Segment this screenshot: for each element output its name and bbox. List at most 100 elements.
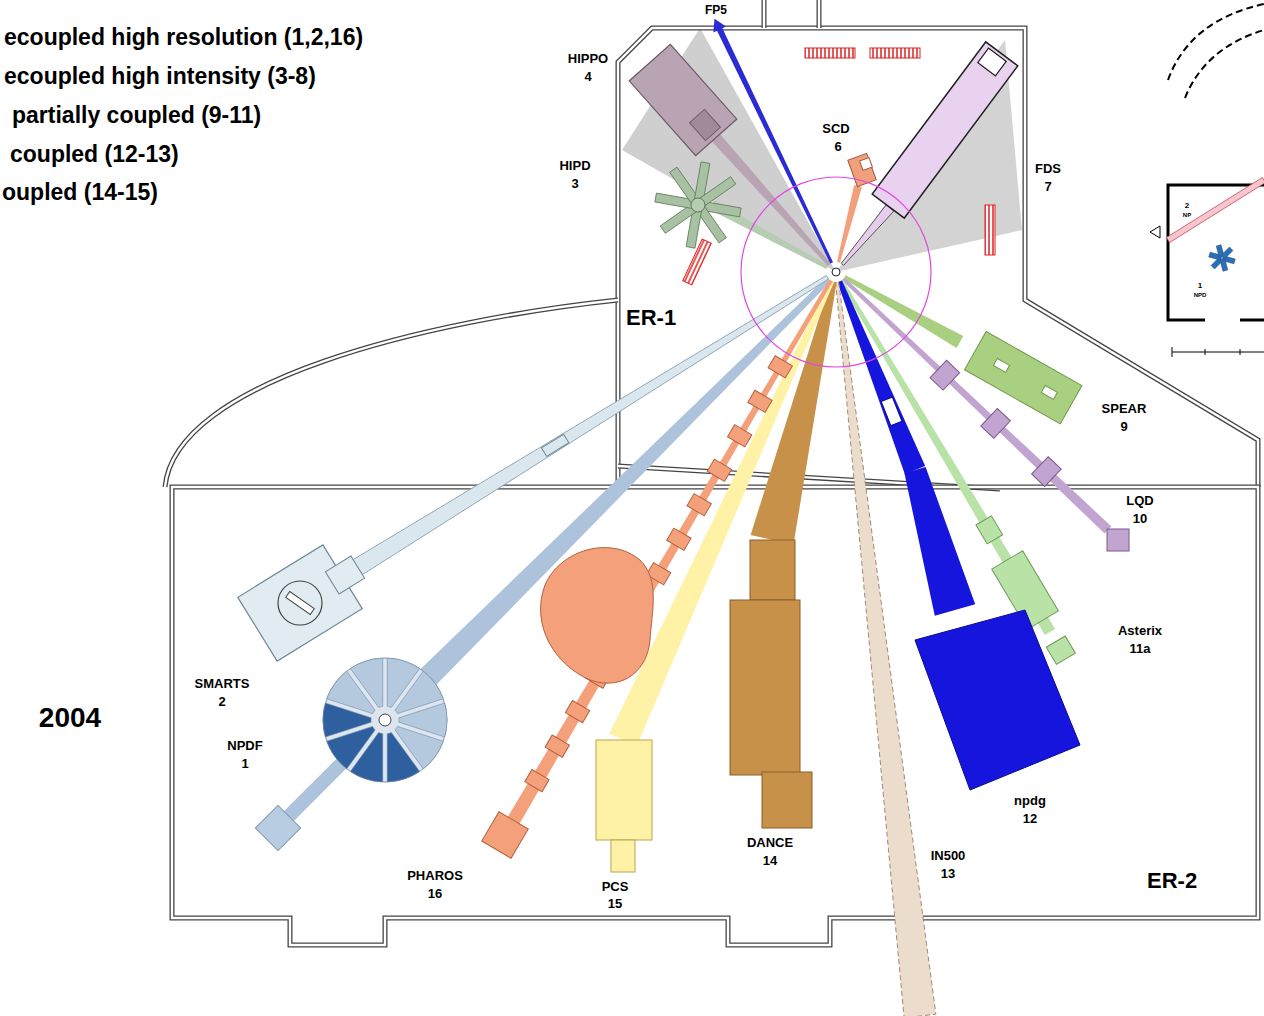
npdg-flight-path: [904, 467, 975, 616]
pharos-collimator: [545, 735, 569, 757]
flight-path-number: 2: [218, 695, 225, 709]
wall: [618, 28, 1258, 490]
label-holder: 15: [608, 894, 622, 912]
npdf-detector-bank: [387, 732, 419, 781]
wall: [817, 0, 822, 28]
flight-path-number: 7: [1044, 180, 1051, 194]
npdg-experiment: [915, 610, 1080, 790]
dance-instrument: [730, 600, 800, 775]
smarts-housing: [325, 556, 364, 594]
flight-path-number: 12: [1023, 812, 1037, 826]
label-holder: LQD: [1126, 491, 1153, 509]
label-holder: oupled (14-15): [2, 180, 158, 205]
pcs-instrument: [611, 840, 635, 872]
inset-label: NPD: [1194, 292, 1207, 299]
inset-label: NP: [1183, 212, 1191, 219]
lqd-collimator: [930, 360, 960, 390]
instrument-name: FP5: [705, 4, 727, 17]
wall: [763, 0, 765, 28]
label-holder: 12: [1023, 809, 1037, 827]
scale-bar: [1172, 347, 1264, 357]
label-holder: 11a: [1130, 639, 1151, 657]
label-holder: Asterix: [1118, 621, 1162, 639]
asterix-guide: [976, 516, 1003, 544]
label-holder: npdg: [1014, 791, 1046, 809]
instrument-name: SMARTS: [195, 677, 250, 691]
npdf-sample: [379, 714, 391, 726]
instrument-name: HIPD: [559, 159, 590, 173]
label-holder: 4: [584, 67, 591, 85]
instrument-name: PCS: [602, 880, 629, 894]
smarts-guide: [541, 434, 568, 456]
label-holder: coupled (12-13): [10, 142, 179, 167]
instrument-name: IN500: [931, 849, 966, 863]
label-holder: 14: [763, 851, 777, 869]
flight-path-number: 11a: [1130, 642, 1151, 656]
lqd-collimator: [981, 409, 1011, 439]
pharos-detector: [482, 812, 529, 859]
label-holder: 13: [941, 864, 955, 882]
inset-marker: [1150, 226, 1160, 238]
label-holder: 1: [241, 754, 248, 772]
hippo-vessel: [629, 44, 737, 155]
room-label-holder: ER-1: [626, 306, 676, 330]
npdf-detector: [323, 658, 447, 782]
label-holder: 2: [218, 692, 225, 710]
flight-path-number: 16: [428, 887, 442, 901]
npdg-guide-window: [881, 397, 902, 426]
label-holder: 2: [1185, 194, 1189, 212]
label-holder: 9: [1120, 417, 1127, 435]
pharos-collimator: [667, 528, 691, 550]
wall: [762, 0, 767, 28]
flight-path-number: 13: [941, 867, 955, 881]
label-holder: partially coupled (9-11): [12, 103, 261, 128]
shield-block: [870, 48, 920, 58]
label-holder: NPDF: [227, 736, 262, 754]
inset-wall: [1168, 185, 1264, 320]
instrument-name: HIPPO: [568, 52, 608, 66]
scd-instrument: [848, 153, 876, 186]
label-holder: IN500: [931, 846, 966, 864]
npdf-end-box: [255, 805, 300, 850]
scd-flight-path: [837, 185, 862, 263]
label-holder: 3: [571, 174, 578, 192]
smarts-sample: [286, 592, 315, 615]
wall: [165, 300, 618, 487]
label-holder: HIPPO: [568, 49, 608, 67]
instrument-name: LQD: [1126, 494, 1153, 508]
dance-instrument: [750, 540, 795, 600]
inset-wall: [1185, 30, 1264, 98]
spear-slit: [1041, 386, 1057, 400]
shield-radius: [741, 177, 931, 367]
room-floor: [172, 487, 1258, 918]
room-floor: [618, 28, 1025, 490]
flight-path-number: 6: [834, 140, 841, 154]
flight-path-number: 3: [571, 177, 578, 191]
inset-beam: [1166, 178, 1264, 243]
label-holder: 10: [1133, 509, 1147, 527]
inset-wall: [1240, 319, 1264, 322]
label-holder: DANCE: [747, 833, 793, 851]
label-holder: SCD: [822, 119, 849, 137]
flight-path-number: 4: [584, 70, 591, 84]
fds-analyzer: [978, 48, 1006, 76]
shielding-wedge: [836, 40, 1022, 272]
legend-text: oupled (14-15): [2, 180, 158, 205]
year-label: 2004: [39, 703, 101, 734]
legend-text: partially coupled (9-11): [12, 103, 261, 128]
instrument-name: Asterix: [1118, 624, 1162, 638]
label-holder: ecoupled high intensity (3-8): [4, 64, 316, 89]
wall: [618, 28, 1258, 490]
instrument-name: DANCE: [747, 836, 793, 850]
wall: [165, 300, 618, 487]
instrument-name: SCD: [822, 122, 849, 136]
label-holder: SPEAR: [1102, 399, 1147, 417]
label-holder: ecoupled high resolution (1,2,16): [4, 25, 363, 50]
inset-wall: [1168, 4, 1264, 80]
room-floor: [612, 28, 1026, 490]
fp5-flight-path: [715, 25, 833, 264]
room-label-holder: ER-2: [1147, 869, 1197, 893]
label-holder: 6: [834, 137, 841, 155]
instrument-name: SPEAR: [1102, 402, 1147, 416]
